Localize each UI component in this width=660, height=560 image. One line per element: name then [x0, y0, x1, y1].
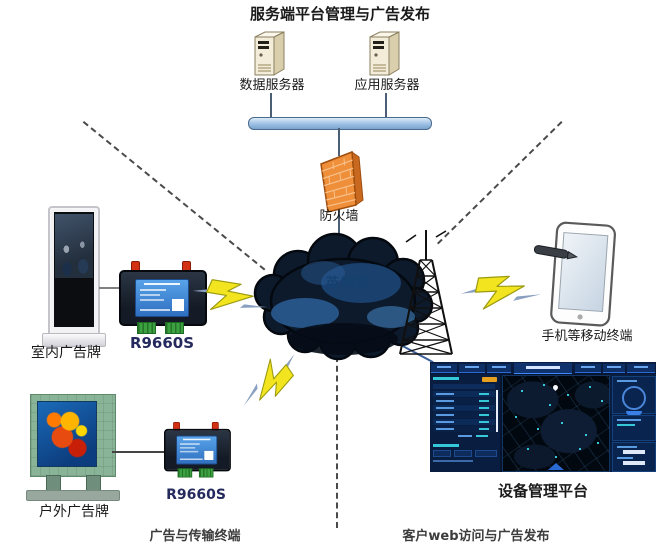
billboard-screen — [37, 401, 97, 467]
kiosk-screen-image — [55, 214, 93, 278]
divider-dashed-left — [82, 121, 266, 271]
network-bus — [248, 117, 432, 130]
dashboard-map — [502, 375, 610, 472]
right-section-caption: 客户web访问与广告发布 — [402, 529, 550, 544]
diagram-title: 服务端平台管理与广告发布 — [249, 5, 430, 23]
app-server-icon — [369, 31, 400, 76]
scrollbar — [496, 390, 498, 432]
firewall-icon — [320, 150, 364, 213]
lightning-bolt-3 — [460, 275, 542, 310]
dashboard-left-panel — [430, 374, 500, 472]
left-section-caption: 广告与传输终端 — [149, 529, 241, 544]
billboard-ground — [26, 490, 120, 501]
indoor-kiosk-label: 室内广告牌 — [31, 345, 101, 361]
terminal-block-icon — [198, 468, 214, 478]
stats-panel — [612, 415, 656, 441]
table-row — [433, 426, 495, 432]
table-row — [433, 412, 495, 418]
dashboard-caption: 设备管理平台 — [497, 482, 588, 500]
mobile-terminal-label: 手机等移动终端 — [541, 329, 633, 344]
map-expand-arrow — [548, 463, 564, 470]
router-label-panel — [176, 435, 218, 465]
qr-code-icon — [204, 450, 214, 460]
tablet-device — [534, 221, 616, 327]
connector-appserver-bus — [385, 93, 387, 118]
app-server-label: 应用服务器 — [354, 78, 420, 93]
dashboard-title-bar — [514, 363, 572, 374]
table-row — [433, 419, 495, 425]
connector-billboard-router — [112, 451, 165, 453]
qr-code-icon — [172, 299, 184, 311]
gauge-panel — [612, 376, 656, 416]
status-badge — [482, 377, 497, 382]
kiosk-frame — [48, 206, 100, 337]
table-row — [433, 391, 495, 397]
dashboard-right-panel — [610, 374, 656, 472]
connector-firewall-cloud — [338, 204, 340, 242]
terminal-block-icon — [165, 322, 184, 334]
device-dashboard — [430, 362, 656, 472]
router-2-label: R9660S — [166, 487, 226, 503]
kiosk-base — [42, 333, 106, 347]
terminal-block-icon — [177, 468, 193, 478]
cloud-label: 英特网 — [325, 276, 371, 292]
divider-dashed-vertical — [336, 356, 338, 528]
billboard-panel — [30, 394, 116, 477]
router-body — [119, 270, 207, 326]
stylus-icon — [534, 245, 579, 260]
indoor-kiosk — [42, 206, 106, 347]
connector-dataserver-bus — [270, 93, 272, 118]
outdoor-billboard — [26, 394, 120, 502]
counters-panel — [612, 442, 656, 472]
connector-kiosk-router — [99, 287, 119, 289]
router-label-panel — [135, 279, 189, 317]
map-device-dots — [503, 376, 505, 378]
router-1 — [119, 261, 207, 335]
firewall-label: 防火墙 — [319, 209, 359, 224]
router-2 — [164, 422, 231, 478]
lightning-bolt-2 — [243, 354, 295, 406]
connector-bus-firewall — [338, 128, 340, 156]
router-body — [164, 428, 231, 472]
data-server-label: 数据服务器 — [239, 78, 305, 93]
table-row — [433, 405, 495, 411]
map-marker-icon — [551, 383, 560, 392]
lightning-bolt-1 — [192, 279, 268, 311]
gauge-circle — [622, 386, 646, 410]
outdoor-billboard-label: 户外广告牌 — [39, 504, 109, 520]
dashboard-header — [430, 362, 656, 374]
cell-tower-icon — [399, 230, 453, 355]
kiosk-screen — [54, 212, 94, 327]
table-row — [433, 398, 495, 404]
terminal-block-icon — [137, 322, 156, 334]
data-server-icon — [254, 31, 285, 76]
router-1-label: R9660S — [129, 334, 195, 352]
